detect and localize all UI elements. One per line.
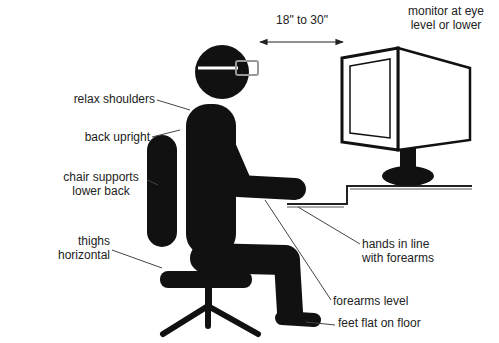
chair-base (163, 306, 258, 334)
person-upper-arm (212, 122, 238, 182)
leader-line (147, 180, 158, 185)
monitor-front (342, 48, 398, 150)
callout-label: feet flat on floor (338, 316, 468, 330)
monitor-screen (350, 59, 390, 138)
callout-label: relax shoulders (52, 92, 155, 106)
callout-label: back upright (52, 130, 150, 144)
callout-label: forearms level (333, 294, 453, 308)
leader-line (112, 250, 162, 268)
callout-label: monitor at eye level or lower (394, 4, 498, 32)
callout-label: chair supports lower back (55, 170, 147, 198)
person-lower-leg (287, 262, 290, 312)
person-head (195, 45, 249, 99)
glasses-lens (236, 61, 258, 75)
person-forearm (238, 186, 295, 189)
dimension-arrow (260, 41, 343, 42)
callout-label: 18" to 30" (262, 13, 342, 27)
glasses-arm (198, 67, 238, 70)
leader-line (265, 200, 331, 300)
leader-line (298, 207, 360, 244)
chair-back (147, 135, 177, 247)
desk-shadow (287, 189, 472, 207)
person-foot (282, 318, 314, 320)
callout-label: hands in line with forearms (362, 237, 454, 265)
leader-line (306, 322, 335, 325)
leader-line (152, 130, 180, 137)
callout-label: thighs horizontal (48, 234, 110, 262)
person-thigh (205, 258, 285, 260)
leader-line (157, 100, 190, 110)
monitor-body (398, 48, 470, 150)
